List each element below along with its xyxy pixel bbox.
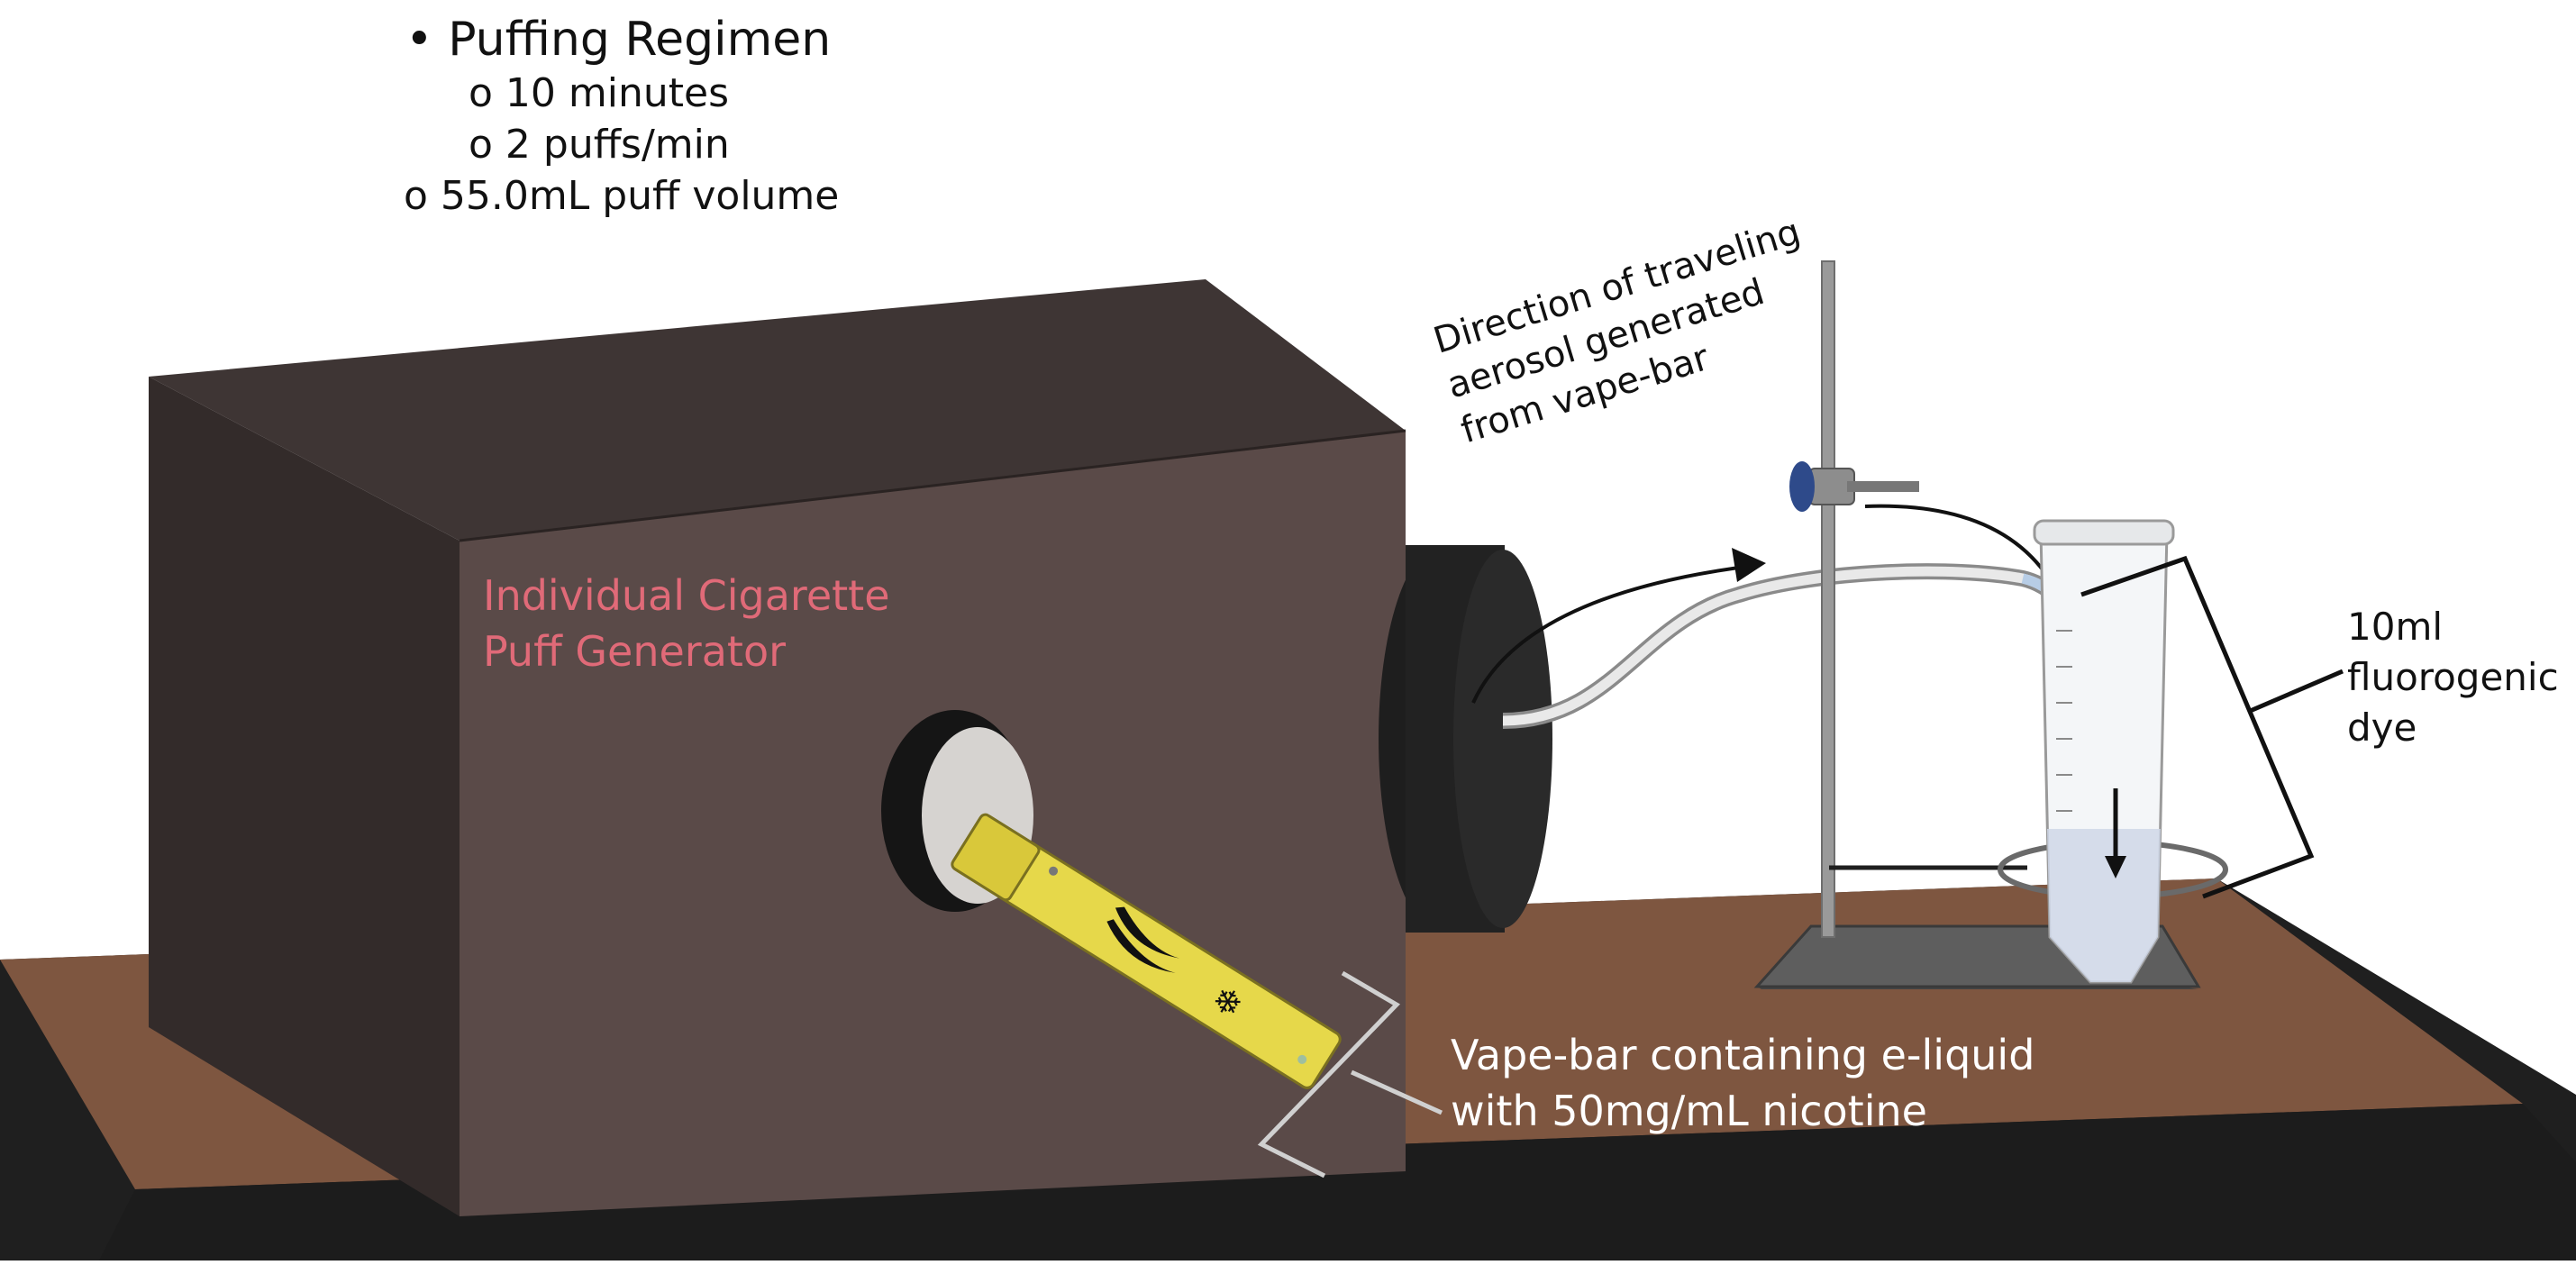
tube-graduations [2056,630,2072,812]
regimen-item: o 2 puffs/min [469,122,730,168]
dye-liquid [2047,829,2161,982]
ring-stand-rod [1821,260,1835,938]
output-port-face [1453,550,1552,928]
direction-arrow [1471,564,1753,704]
generator-box-edges [459,429,1406,542]
vape-callout-bracket [1257,970,1401,1179]
aerosol-tube [1502,563,2107,803]
direction-arrowhead [1732,548,1766,582]
generator-box-side [149,377,460,1216]
puffing-regimen-title-text: Puffing Regimen [448,13,832,67]
conical-tube-cap-rim [2033,519,2175,546]
vape-bar-dot [1049,866,1059,876]
generator-box-top [149,279,1406,541]
dye-callout-bracket [2080,555,2315,899]
banana-icon [1106,906,1179,973]
vape-bar-mouthpiece [951,813,1041,902]
clamp-arm [1847,481,1919,492]
vape-bar: ❄ [951,813,1342,1089]
puffing-regimen-title: • Puffing Regimen [405,13,831,67]
vape-bar-label: Vape-bar containing e-liquid with 50mg/m… [1451,1031,2035,1135]
clamp-knob-icon [1789,461,1815,512]
bench-front-edge [99,1104,2576,1260]
down-arrowhead-in-tube [2105,856,2126,878]
fluorogenic-dye-label: 10ml fluorogenic dye [2347,605,2559,750]
vape-callout-line [1350,1069,1443,1115]
regimen-item: o 10 minutes [469,70,729,116]
regimen-item: o 55.0mL puff volume [404,173,840,219]
puff-generator-label: Individual Cigarette Puff Generator [483,571,890,676]
dye-callout-line [2247,669,2344,714]
vape-bar-dot [1297,1054,1307,1064]
bullet: • [405,13,433,67]
